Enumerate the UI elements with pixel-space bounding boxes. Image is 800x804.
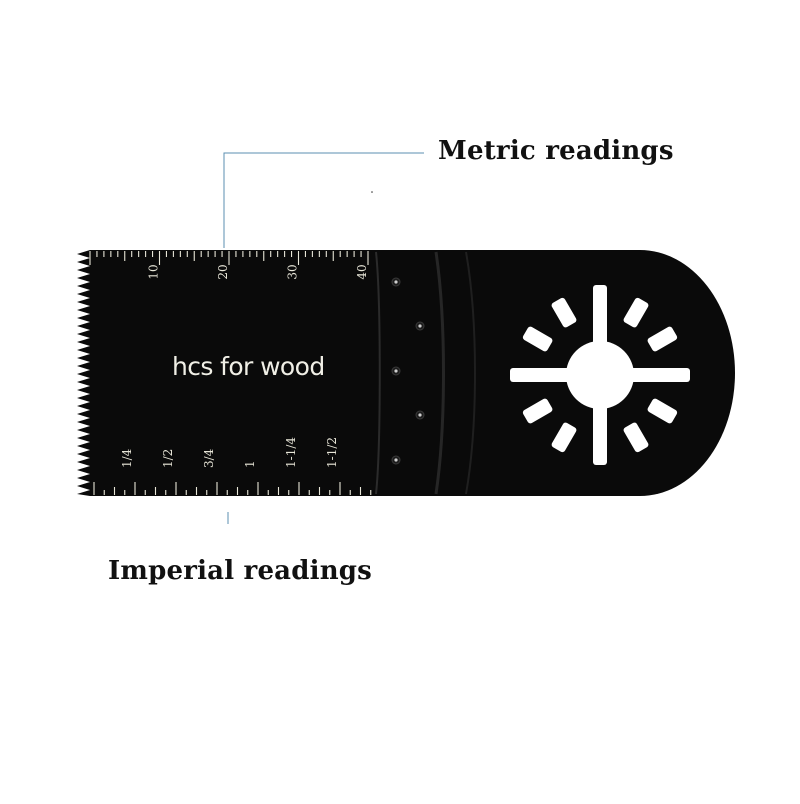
rivet-highlight [418,413,422,417]
mount-slot-short [551,422,577,453]
rivet-highlight [394,369,398,373]
metric-readings-label: Metric readings [438,136,674,166]
imperial-tick-label: 1-1/4 [284,437,298,468]
blade-label: hcs for wood [172,352,325,381]
metric-tick-label: 10 [147,264,161,279]
blade-step-ridge [375,251,381,495]
metric-ruler-ticks [89,251,369,265]
mount-slot-short [647,398,678,424]
mount-slot-short [623,297,649,328]
mount-slot-long [510,368,570,382]
mount-slot-long [630,368,690,382]
mount-slot-short [623,422,649,453]
imperial-tick-label: 1-1/2 [325,437,339,468]
imperial-tick-label: 3/4 [202,448,216,468]
rivet-highlight [394,458,398,462]
blade-teeth [77,250,90,496]
metric-leader-line [223,152,424,248]
blade-rivets [391,277,425,465]
starlock-mount [510,285,690,465]
metric-tick-label: 40 [355,264,369,279]
mount-slot-short [522,326,553,352]
mount-slot-long [593,405,607,465]
stray-dot [371,191,373,193]
tooth-row [77,250,90,496]
metric-tick-label: 30 [286,264,300,279]
mount-slots [510,285,690,465]
imperial-tick-label: 1/2 [161,449,175,468]
imperial-tick-label: 1/4 [120,448,134,468]
imperial-tick-label: 1 [243,460,257,468]
blade-bend-ridge [434,251,445,495]
metric-tick-labels: 10 20 30 40 [147,264,370,279]
imperial-ruler-ticks [93,482,372,495]
mount-slot-short [647,326,678,352]
blade-cutting-section [90,250,378,496]
rivet-highlight [418,324,422,328]
imperial-tick-labels: 1/4 1/2 3/4 1 1-1/4 1-1/2 [120,437,339,468]
rivet-highlight [394,280,398,284]
mount-center-hole [566,341,634,409]
mount-slot-short [551,297,577,328]
metric-tick-label: 20 [216,264,230,279]
mount-slot-long [593,285,607,345]
imperial-readings-label: Imperial readings [108,556,373,586]
blade-bend-ridge-2 [465,251,476,495]
mount-slot-short [522,398,553,424]
